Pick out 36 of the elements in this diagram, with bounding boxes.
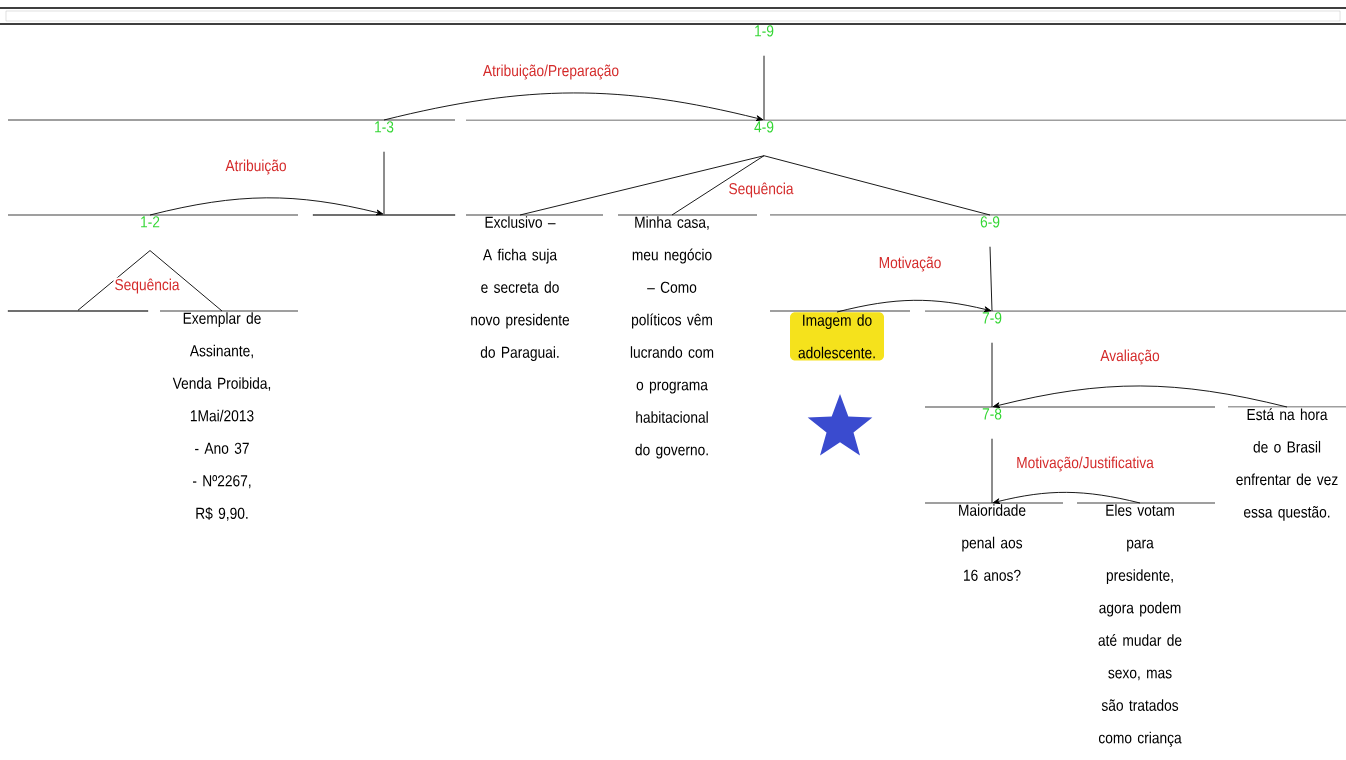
edge-label: Atribuição — [224, 158, 288, 176]
span-label: 4-9 — [465, 119, 1346, 133]
text-segment: Exclusivo – A ficha suja e secreta do novo presidente do Paraguai. — [465, 214, 604, 362]
text-segment: Exemplar de Assinante, Venda Proibida, 1Mai/2013 - Ano 37 - Nº2267, R$ 9,90. — [159, 310, 299, 521]
text-segment: Maioridade penal aos 16 anos? — [924, 502, 1064, 581]
nucleus-line — [989, 246, 993, 312]
nucleus-line — [383, 151, 385, 215]
nucleus-line — [763, 55, 765, 121]
branch-line — [519, 155, 765, 216]
edge-label: Motivação — [877, 255, 943, 273]
edge-label: Motivação/Justificativa — [1015, 455, 1155, 473]
relation-arrow — [149, 197, 384, 216]
branch-line — [149, 250, 223, 312]
span-label: 6-9 — [769, 214, 1346, 228]
edge-label: Sequência — [113, 277, 181, 295]
branch-line — [763, 155, 991, 216]
branch-line — [671, 155, 765, 216]
span-label: 7-8 — [924, 406, 1216, 420]
text-segment: Está na hora de o Brasil enfrentar de vez essa questão. — [1227, 406, 1346, 521]
relation-arrow — [836, 299, 992, 313]
edge-label: Sequência — [727, 181, 795, 199]
relation-arrow — [992, 385, 1288, 409]
branch-line — [77, 250, 151, 311]
relation-arrow — [992, 491, 1141, 505]
span-label: 1-2 — [7, 214, 299, 228]
text-segment: Eles votam para presidente, agora podem até mudar de sexo, mas são tratados como criança — [1076, 502, 1216, 747]
relation-arrow — [383, 92, 764, 121]
edge-label: Avaliação — [1099, 348, 1161, 366]
nucleus-line — [991, 438, 993, 504]
edge-label: Atribuição/Preparação — [481, 63, 621, 81]
span-label: 1-3 — [7, 119, 456, 133]
nucleus-line — [991, 342, 993, 408]
text-segment: Minha casa, meu negócio – Como políticos vêm lucrando com o programa habitacional do governo. — [617, 214, 758, 459]
span-label: 7-9 — [924, 310, 1346, 324]
text-segment: Imagem do adolescente. — [769, 310, 911, 361]
span-label: 1-9 — [755, 25, 774, 37]
